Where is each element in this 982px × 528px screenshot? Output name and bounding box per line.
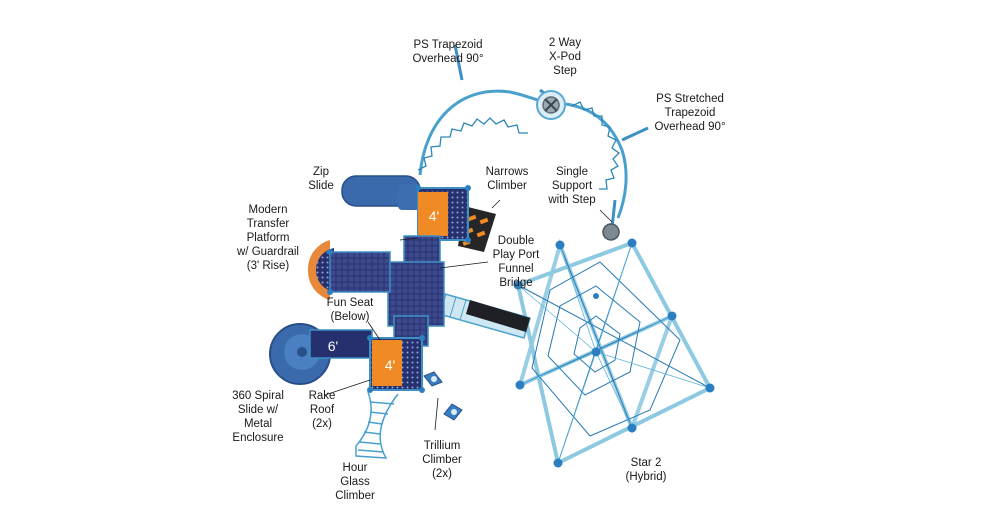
label-xpod-step: 2 Way X-Pod Step [548, 37, 582, 77]
slide-deck-height: 6' [328, 338, 338, 354]
single-support-step-icon [602, 223, 620, 241]
upper-deck [415, 185, 471, 243]
label-transfer-platform: Modern Transfer Platform w/ Guardrail (3… [237, 204, 299, 272]
label-zip-slide: Zip Slide [308, 166, 334, 192]
label-ps-trapezoid: PS Trapezoid Overhead 90° [412, 39, 484, 65]
spiral-slide [269, 323, 373, 385]
xpod-step-icon [536, 90, 566, 120]
label-rake-roof: Rake Roof (2x) [308, 390, 336, 430]
label-star: Star 2 (Hybrid) [625, 457, 667, 483]
transfer-platform [307, 240, 391, 300]
label-hourglass: Hour Glass Climber [335, 462, 375, 502]
overhead-zigzag [417, 101, 621, 190]
label-ps-stretched: PS Stretched Trapezoid Overhead 90° [654, 93, 726, 133]
label-fun-seat: Fun Seat (Below) [326, 297, 374, 323]
star-connector-ladder [431, 291, 531, 339]
zip-slide [341, 175, 421, 210]
trillium-climber-icon [423, 371, 463, 421]
label-single-support: Single Support with Step [548, 166, 596, 206]
single-support-pole [610, 199, 617, 229]
label-trillium: Trillium Climber (2x) [422, 440, 462, 480]
leader-lines [324, 199, 613, 431]
overhead-post-right [621, 126, 649, 142]
label-funnel-bridge: Double Play Port Funnel Bridge [492, 235, 540, 289]
upper-deck-height: 4' [429, 208, 439, 224]
label-spiral-slide: 360 Spiral Slide w/ Metal Enclosure [232, 390, 284, 444]
lower-deck [367, 335, 425, 393]
star-posts [513, 238, 715, 468]
label-narrows-climber: Narrows Climber [485, 166, 529, 192]
overhead-post-left [453, 44, 464, 81]
funnel-bridge [387, 235, 445, 347]
lower-deck-height: 4' [385, 357, 395, 373]
hourglass-climber [355, 391, 399, 459]
